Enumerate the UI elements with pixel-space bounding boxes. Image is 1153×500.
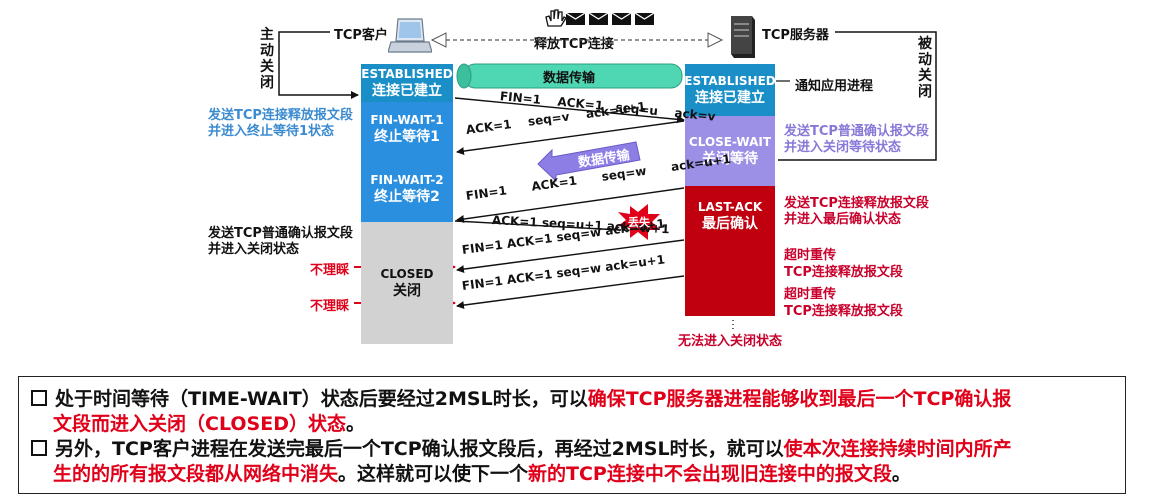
server-note-last-ack-1: 发送TCP连接释放报文段 [784, 196, 929, 211]
state-en-label: ESTABLISHED [361, 66, 453, 81]
note-emphasis: 使本次连接持续时间内所产 [783, 438, 1012, 460]
client-note-send-ack-1: 发送TCP普通确认报文段 [208, 226, 353, 241]
server-state-close-wait: CLOSE-WAIT 关闭等待 [685, 116, 775, 186]
active-close-label: 主动关闭 [260, 27, 274, 91]
lost-label: 丢失 [628, 216, 650, 229]
note-emphasis: 生的的所有报文段都从网络中消失 [53, 463, 339, 485]
release-connection-label: 释放TCP连接 [534, 37, 614, 52]
state-zh-label: 终止等待1 [374, 128, 440, 145]
envelope-icon [566, 13, 654, 25]
explanation-point-2-cont: 生的的所有报文段都从网络中消失。这样就可以使下一个新的TCP连接中不会出现旧连接… [31, 462, 1113, 487]
passive-close-label: 被动关闭 [918, 36, 932, 100]
data-transfer-back-arrow [537, 141, 641, 183]
server-note-retransmit-1: TCP连接释放报文段 [784, 265, 903, 280]
client-state-established: ESTABLISHED 连接已建立 [361, 64, 453, 102]
server-note-retransmit-2: TCP连接释放报文段 [784, 304, 903, 319]
checkbox-square-icon [31, 440, 47, 456]
client-state-fin-wait-1: FIN-WAIT-1 终止等待1 [361, 102, 453, 156]
note-text: 。这样就可以使下一个 [338, 463, 529, 485]
note-emphasis: 确保TCP服务器进程能够收到最后一个TCP确认报 [587, 388, 1012, 410]
diagram-canvas [278, 31, 937, 332]
client-note-send-fin-1: 发送TCP连接释放报文段 [208, 108, 353, 123]
server-icon [731, 16, 755, 58]
server-note-last-ack-2: 并进入最后确认状态 [784, 212, 902, 227]
state-en-label: FIN-WAIT-1 [370, 112, 444, 127]
explanation-panel: 处于时间等待（TIME-WAIT）状态后要经过2MSL时长，可以确保TCP服务器… [18, 376, 1126, 494]
state-zh-label: 连接已建立 [372, 82, 442, 99]
msg-ack-arrow [456, 120, 685, 156]
msg-fin2-arrow [456, 187, 685, 223]
laptop-icon [388, 18, 432, 53]
msg-last-ack-arrow [454, 220, 621, 231]
client-note-send-ack-2: 并进入关闭状态 [208, 242, 300, 257]
state-zh-label: 连接已建立 [695, 89, 765, 106]
state-zh-label: 关闭等待 [702, 150, 758, 167]
state-zh-label: 关闭 [393, 282, 421, 299]
server-note-timeout-1: 超时重传 [784, 248, 837, 263]
server-note-timeout-2: 超时重传 [784, 287, 837, 302]
state-en-label: ESTABLISHED [684, 73, 776, 88]
client-note-ignore-2: 不理睬 [310, 299, 350, 314]
client-note-send-fin-2: 并进入终止等待1状态 [208, 124, 335, 139]
note-text: 另外，TCP客户进程在发送完最后一个TCP确认报文段后，再经过2MSL时长，就可… [55, 438, 784, 460]
msg-retx2-arrow [456, 275, 685, 310]
data-transfer-banner [456, 63, 683, 89]
state-en-label: CLOSED [380, 266, 434, 281]
explanation-point-1-cont: 文段而进入关闭（CLOSED）状态。 [31, 412, 1113, 437]
server-note-close-wait-1: 发送TCP普通确认报文段 [784, 124, 929, 139]
passive-close-bracket [778, 31, 937, 161]
server-note-close-wait-2: 并进入关闭等待状态 [784, 140, 902, 155]
note-text: 处于时间等待（TIME-WAIT）状态后要经过2MSL时长，可以 [55, 388, 588, 410]
note-text: 。 [891, 463, 911, 485]
server-label: TCP服务器 [762, 28, 829, 43]
hand-wave-icon [545, 9, 566, 27]
server-state-established: ESTABLISHED 连接已建立 [684, 64, 776, 116]
state-zh-label: 终止等待2 [374, 188, 440, 205]
checkbox-square-icon [31, 390, 47, 406]
note-text: 。 [345, 413, 365, 435]
note-emphasis: 文段而进入关闭（CLOSED）状态 [53, 413, 346, 435]
notify-app-label: 通知应用进程 [795, 79, 874, 94]
client-state-closed: CLOSED 关闭 [361, 222, 453, 344]
state-en-label: FIN-WAIT-2 [370, 172, 444, 187]
state-zh-label: 最后确认 [702, 216, 758, 232]
server-note-cannot-close: 无法进入关闭状态 [678, 334, 783, 349]
note-emphasis: 新的TCP连接中不会出现旧连接中的报文段 [528, 463, 892, 485]
data-transfer-banner-label: 数据传输 [543, 71, 596, 86]
msg-retx1-arrow [456, 239, 685, 274]
release-dashed-arrow [430, 32, 724, 48]
msg-fin-arrow [454, 97, 685, 124]
lost-burst-icon [618, 204, 660, 240]
server-state-last-ack: LAST-ACK 最后确认 [685, 186, 775, 316]
active-close-bracket [278, 31, 359, 99]
state-en-label: CLOSE-WAIT [688, 134, 772, 149]
explanation-point-2: 另外，TCP客户进程在发送完最后一个TCP确认报文段后，再经过2MSL时长，就可… [31, 437, 1113, 462]
state-en-label: LAST-ACK [697, 200, 763, 214]
client-label: TCP客户 [334, 28, 388, 43]
explanation-point-1: 处于时间等待（TIME-WAIT）状态后要经过2MSL时长，可以确保TCP服务器… [31, 387, 1113, 412]
client-note-ignore-1: 不理睬 [310, 263, 350, 278]
client-state-fin-wait-2: FIN-WAIT-2 终止等待2 [361, 156, 453, 222]
